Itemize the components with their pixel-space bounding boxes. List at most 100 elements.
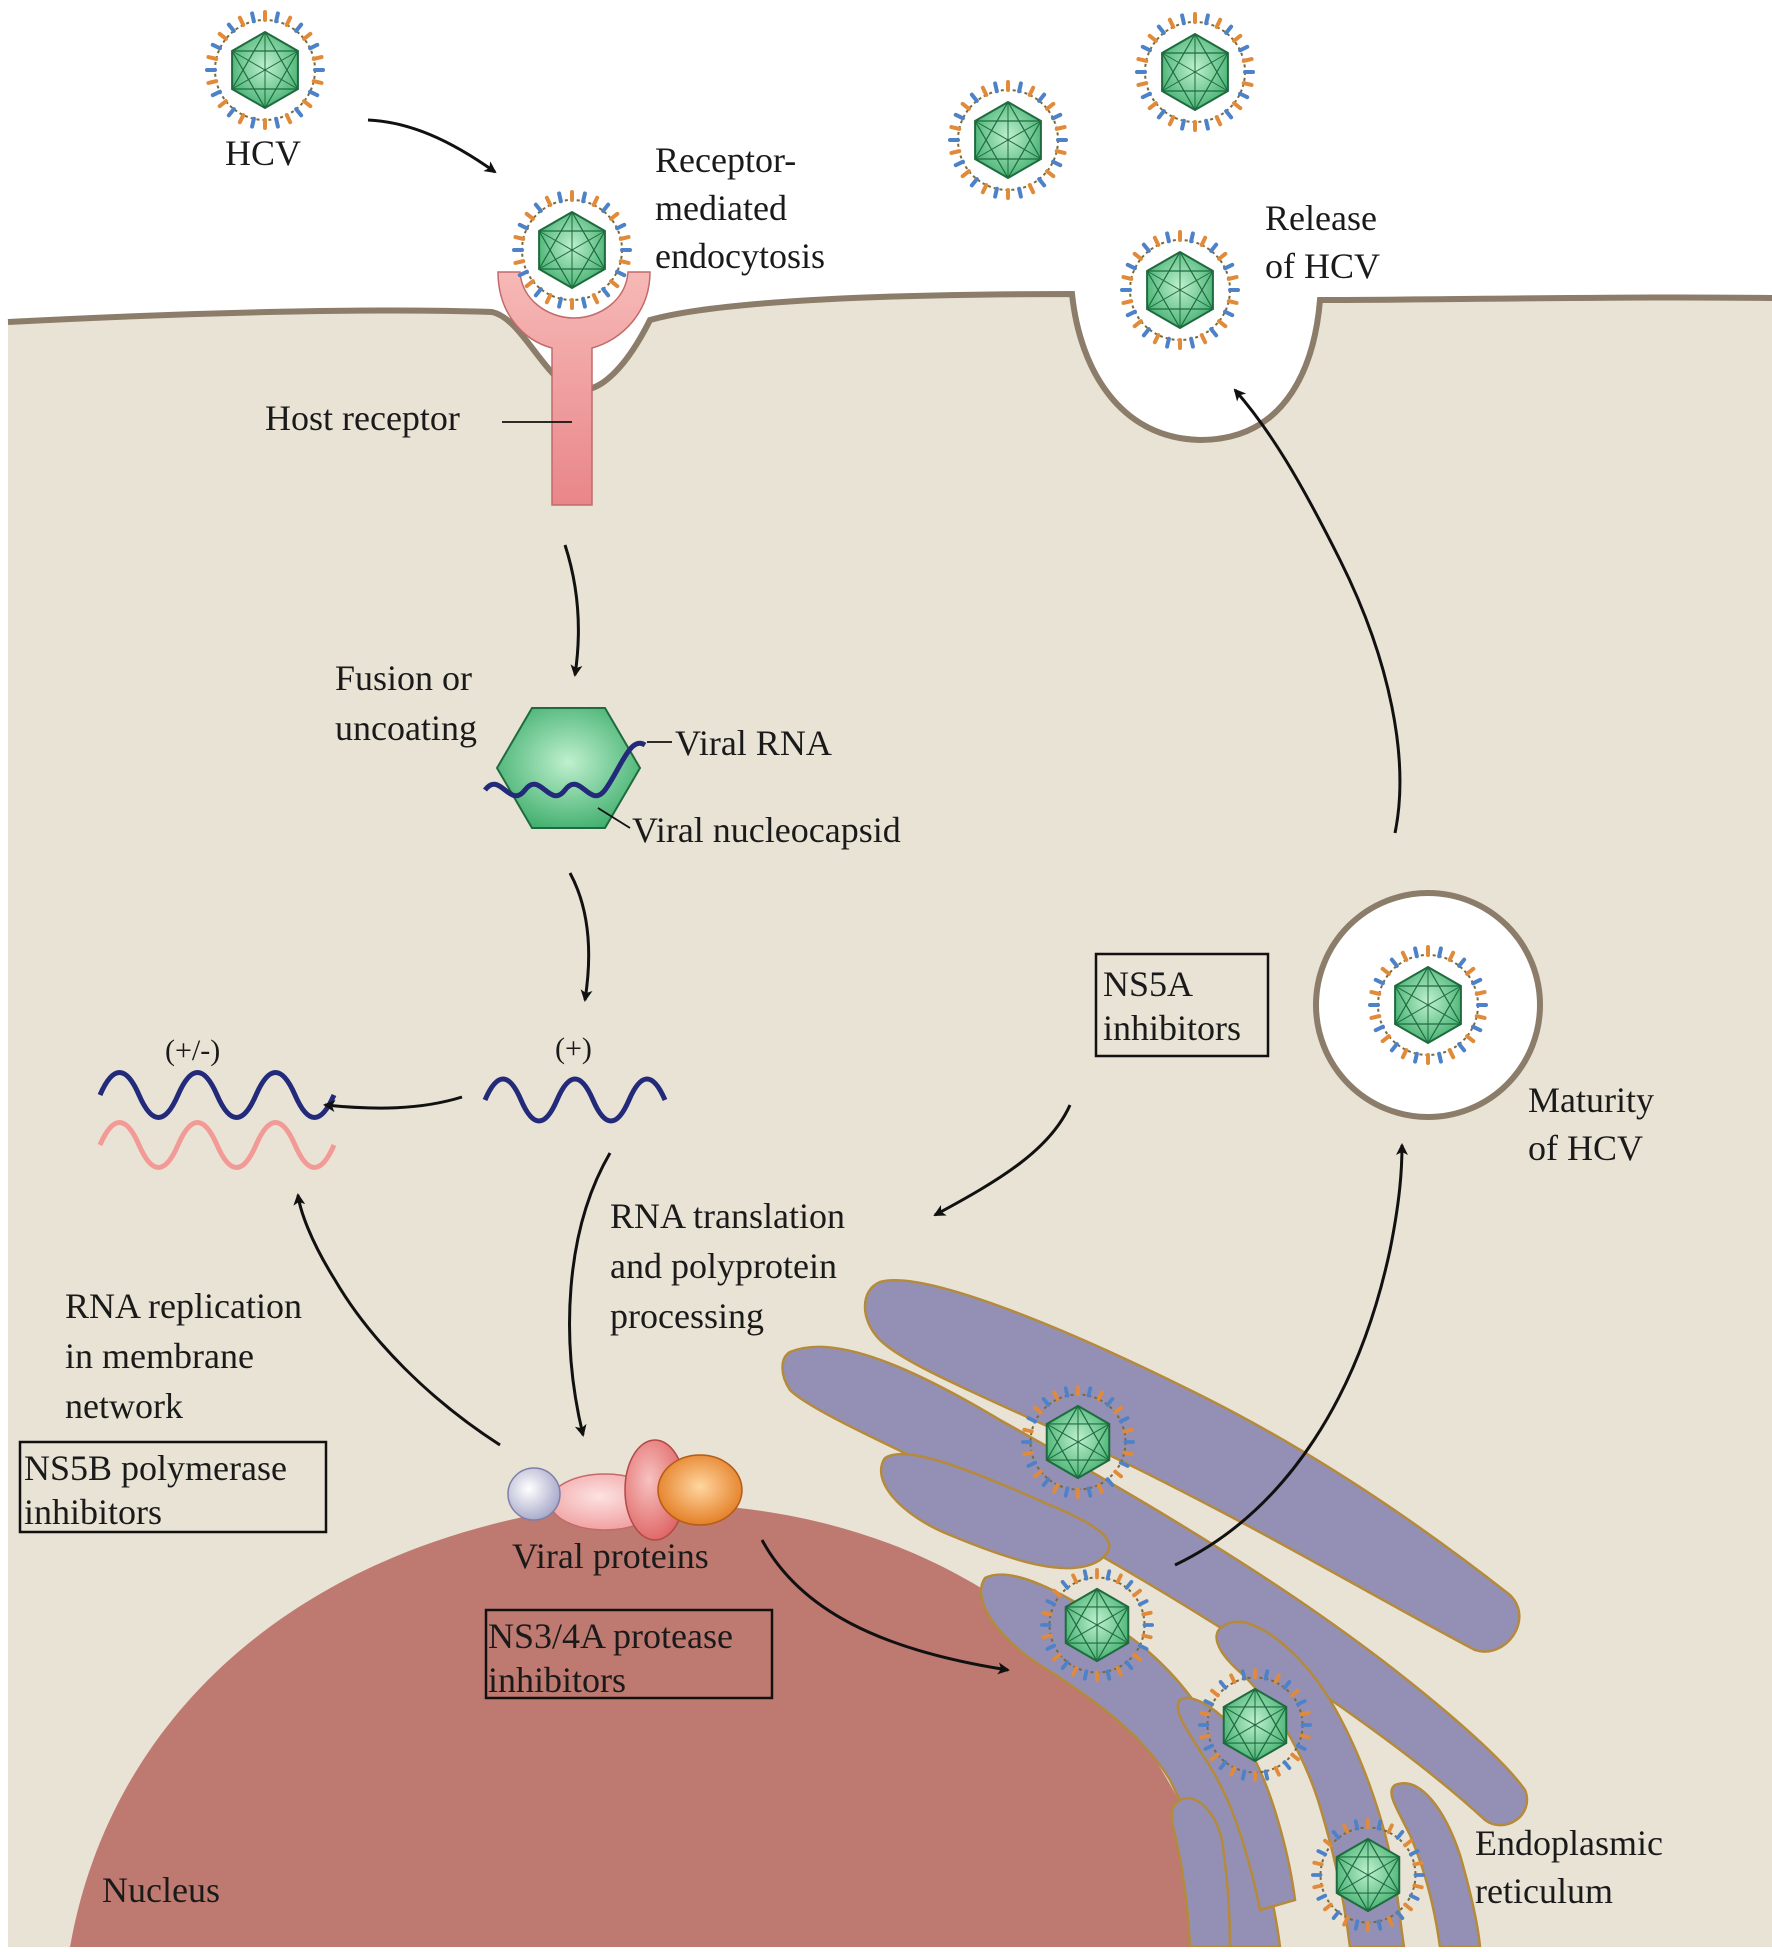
virion-spike <box>618 259 631 265</box>
label-hcv: HCV <box>225 133 301 173</box>
viral-nucleocapsid <box>483 707 647 829</box>
virion-capsid-axis <box>1336 1856 1400 1894</box>
virion-spike <box>1052 1390 1060 1402</box>
virion-spike <box>1295 1743 1307 1751</box>
virion-spike <box>294 107 304 118</box>
virion-spike <box>601 202 611 213</box>
virion-spike <box>1121 299 1134 305</box>
label-fusion-2: uncoating <box>335 708 477 748</box>
virion-capsid-axis <box>538 230 606 270</box>
label-viral-nucleocapsid: Viral nucleocapsid <box>632 810 901 850</box>
virion-spike <box>1214 115 1223 127</box>
virion-spike <box>1457 957 1467 968</box>
virion-spike <box>1224 109 1234 120</box>
virion-spike <box>1395 1910 1405 1920</box>
virion-spike <box>1041 1633 1053 1640</box>
virion-er-4 <box>1311 1818 1425 1932</box>
virion-spike <box>1217 319 1228 329</box>
virion-free-topleft <box>205 10 325 130</box>
virion-spike <box>1082 1669 1089 1681</box>
virion-spike <box>210 89 222 98</box>
virion-spike <box>1051 159 1063 168</box>
virion-spike <box>1115 1665 1123 1677</box>
virion-spike <box>513 235 526 241</box>
virion-spike <box>1113 1469 1123 1479</box>
virion-spike <box>284 113 293 125</box>
virion-spike <box>591 293 600 305</box>
label-receptor-mediated-2: mediated <box>655 188 787 228</box>
label-rna-replication-1: RNA replication <box>65 1286 302 1326</box>
virion-endocytosis <box>512 190 632 310</box>
virion-spike <box>1086 1386 1093 1398</box>
virion-spike <box>1400 1048 1409 1060</box>
virion-spike <box>1223 309 1235 318</box>
virion-spike <box>1167 115 1176 127</box>
virion-spike <box>1026 1460 1038 1468</box>
virion-spike <box>1218 1760 1228 1770</box>
virion-spike <box>591 195 600 207</box>
virion-spike <box>517 269 529 278</box>
virion-spike <box>311 79 324 85</box>
virion-spike <box>1060 1580 1070 1590</box>
virion-spike <box>1037 92 1047 103</box>
virion-spike <box>1413 946 1419 959</box>
virion-spike <box>1447 950 1456 962</box>
virion-spike <box>250 116 256 129</box>
virion-spike <box>1290 1752 1300 1762</box>
arrow-er-to-maturity <box>1174 1143 1408 1567</box>
virion-spike <box>1465 966 1476 976</box>
virion-spike <box>206 55 219 61</box>
virion-released-2 <box>1135 12 1255 132</box>
virion-spike <box>1063 1386 1070 1398</box>
virion-spike <box>1323 1838 1333 1848</box>
virion-spike <box>1054 149 1067 155</box>
virion-spike <box>217 31 228 41</box>
virion-released-1 <box>948 80 1068 200</box>
virion-spike <box>1140 91 1152 100</box>
virion-spike <box>1210 1752 1220 1762</box>
label-viral-proteins: Viral proteins <box>512 1536 709 1576</box>
virion-spike <box>226 22 236 33</box>
virion-spike <box>1217 251 1228 261</box>
arrow-proteins-to-replication <box>293 1193 501 1447</box>
virion-spike <box>1376 1819 1383 1831</box>
virion-spike <box>1273 1765 1281 1777</box>
virion-spike <box>533 202 543 213</box>
virion-spike <box>1437 1051 1443 1064</box>
virion-spike <box>1218 1680 1228 1690</box>
virion-spike <box>1474 1014 1487 1020</box>
arrow-rna-to-replication <box>323 1095 463 1112</box>
virion-mature-vesicle <box>1368 945 1488 1065</box>
label-ns34a-2: inhibitors <box>488 1660 626 1700</box>
virion-spike <box>953 112 965 121</box>
virion-spike <box>1118 1416 1130 1424</box>
virion-capsid-axis <box>1046 1423 1110 1461</box>
virion-spike <box>1240 1769 1247 1781</box>
virion-spike <box>960 101 971 111</box>
endoplasmic-reticulum <box>781 1278 1529 1949</box>
label-ns5a-1: NS5A <box>1103 964 1193 1004</box>
virion-er-3 <box>1198 1668 1312 1782</box>
virion-spike <box>1082 1569 1089 1581</box>
label-viral-rna: Viral RNA <box>675 723 832 763</box>
virion-capsid-axis <box>974 120 1042 160</box>
virion-spike <box>1214 17 1223 29</box>
virion-spike <box>1125 309 1137 318</box>
virion-spike <box>1204 13 1210 26</box>
virion-spike <box>1204 118 1210 131</box>
virion-spike <box>1180 118 1186 131</box>
virion-spike <box>1295 1699 1307 1707</box>
virion-spike <box>581 191 587 204</box>
virion-spike <box>1132 319 1143 329</box>
protein-orange <box>657 1454 743 1526</box>
virion-spike <box>1096 1482 1104 1494</box>
virion-spike <box>311 55 324 61</box>
label-receptor-mediated-3: endocytosis <box>655 236 825 276</box>
virion-spike <box>1052 1482 1060 1494</box>
virion-spike <box>1232 33 1243 43</box>
virion-spike <box>1063 1486 1070 1498</box>
virion-spike <box>1209 327 1219 338</box>
virion-spike <box>237 15 246 27</box>
label-receptor-mediated-1: Receptor- <box>655 140 796 180</box>
